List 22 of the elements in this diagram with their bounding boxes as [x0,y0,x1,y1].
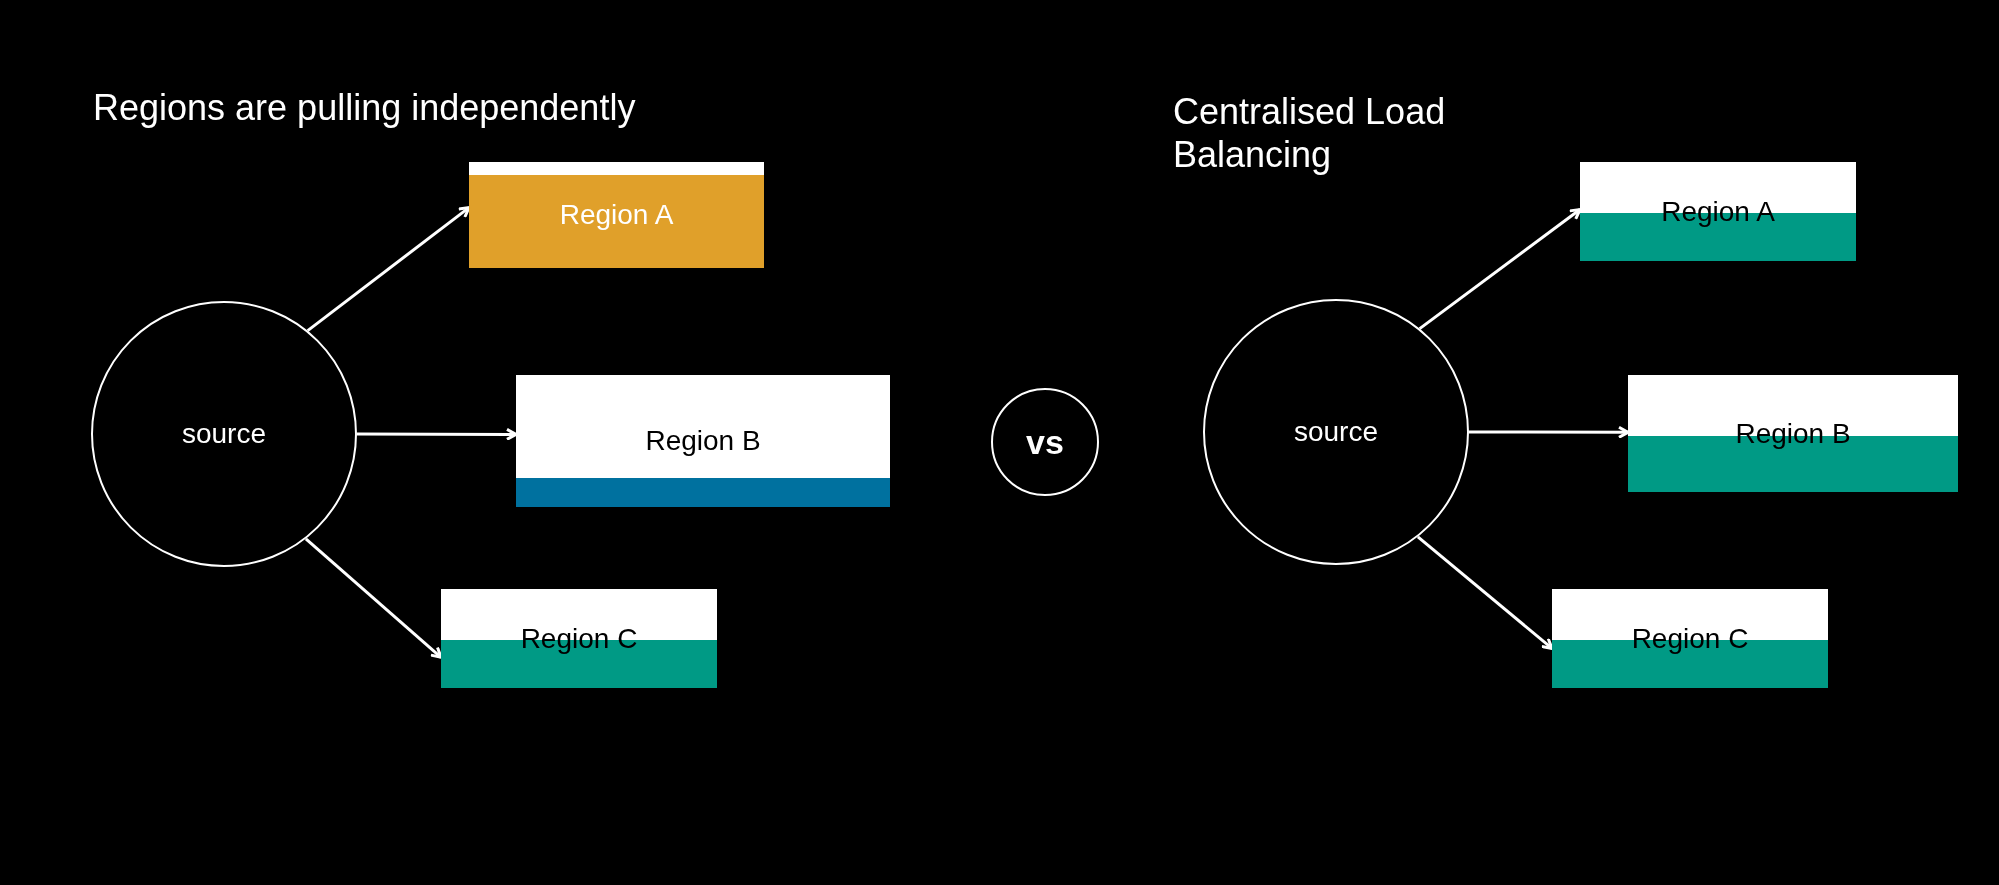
region-box [1580,162,1856,261]
arrow [1416,535,1554,650]
region-box [516,375,890,507]
arrow [306,206,471,332]
arrow [1469,425,1630,439]
region-box [469,162,764,268]
node-label: source [1293,416,1378,448]
region-box [1552,589,1828,688]
node-label: vs [1026,422,1064,462]
region-label: Region A [559,199,674,231]
circle-node [91,301,357,567]
section-heading: Centralised Load Balancing [1173,90,1447,177]
region-label: Region B [645,425,761,457]
arrow [1418,208,1582,330]
circle-node [1203,299,1469,565]
circle-node [991,388,1099,496]
node-label: source [181,418,266,450]
region-box [441,589,717,688]
arrow [304,537,443,659]
arrow [357,427,518,441]
section-heading: Regions are pulling independently [93,86,636,130]
region-box [1628,375,1958,492]
